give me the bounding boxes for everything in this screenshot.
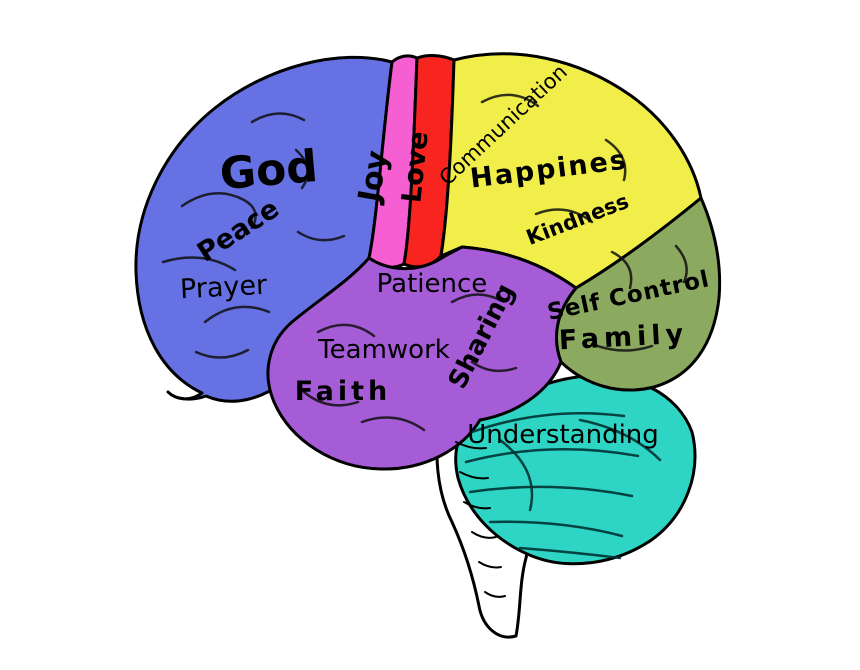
label-teamwork: Teamwork (317, 335, 450, 365)
label-family: Family (558, 319, 689, 357)
label-god: God (218, 141, 320, 200)
label-patience: Patience (377, 269, 488, 299)
brain-stem-hatching (455, 441, 506, 598)
label-prayer: Prayer (179, 270, 269, 306)
gyri-lines (161, 93, 688, 432)
label-understanding: Understanding (467, 420, 659, 450)
cerebellum-fold-lines (464, 412, 662, 560)
temporal-lobe-region (266, 245, 578, 471)
label-love: Love (396, 130, 434, 205)
label-faith: Faith (295, 376, 391, 407)
